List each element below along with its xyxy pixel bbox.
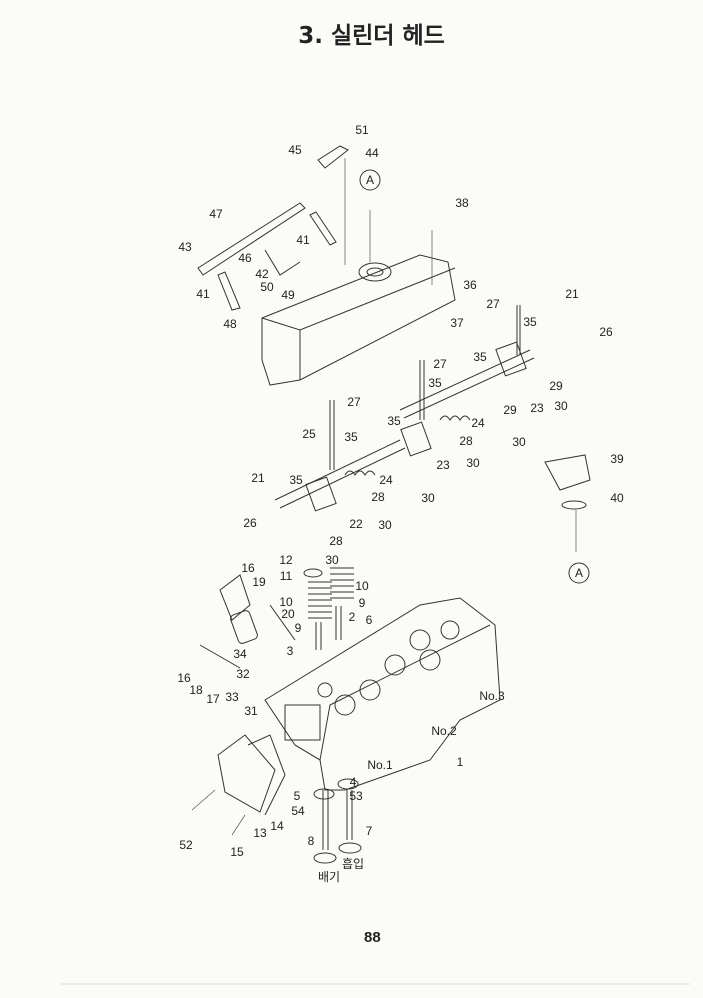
part-callout: 29 bbox=[549, 379, 563, 393]
part-callout: 7 bbox=[366, 824, 373, 838]
part-callout: 20 bbox=[281, 607, 295, 621]
part-callout: 11 bbox=[280, 569, 293, 583]
part-callout: 30 bbox=[554, 399, 568, 413]
part-callout: 17 bbox=[206, 692, 220, 706]
part-callout: 31 bbox=[244, 704, 258, 718]
part-callout: 14 bbox=[270, 819, 284, 833]
part-callout: 35 bbox=[428, 376, 442, 390]
rocker-arm-assemblies bbox=[274, 305, 535, 512]
valve-cover bbox=[261, 254, 456, 386]
part-callout: 27 bbox=[486, 297, 500, 311]
part-callout: 49 bbox=[281, 288, 295, 302]
part-callout: 16 bbox=[241, 561, 255, 575]
manifold-cover bbox=[217, 734, 286, 816]
part-callout: 13 bbox=[253, 826, 267, 840]
part-callout: 배기 bbox=[318, 870, 340, 884]
part-callout: 32 bbox=[236, 667, 250, 681]
part-callout: 35 bbox=[473, 350, 487, 364]
part-callout: 30 bbox=[421, 491, 435, 505]
part-callout: 9 bbox=[295, 621, 302, 635]
part-callout: 30 bbox=[325, 553, 339, 567]
part-callout: 30 bbox=[378, 518, 392, 532]
part-callout: 35 bbox=[387, 414, 401, 428]
cylinder-head bbox=[264, 597, 501, 791]
part-callout: 4 bbox=[350, 775, 357, 789]
part-callout: 19 bbox=[252, 575, 266, 589]
part-callout: 47 bbox=[209, 207, 223, 221]
part-callout: 50 bbox=[260, 280, 274, 294]
part-callout: 33 bbox=[225, 690, 239, 704]
part-callout: 35 bbox=[344, 430, 358, 444]
part-callout: 43 bbox=[178, 240, 192, 254]
part-callout: 30 bbox=[466, 456, 480, 470]
part-callout: 5 bbox=[294, 789, 301, 803]
injector-assembly bbox=[199, 574, 296, 669]
part-callout: 46 bbox=[238, 251, 252, 265]
part-callout: 27 bbox=[433, 357, 447, 371]
part-callout: 25 bbox=[302, 427, 316, 441]
part-callout: 41 bbox=[196, 287, 210, 301]
part-callout: 18 bbox=[189, 683, 203, 697]
reference-mark-a: A bbox=[575, 566, 583, 580]
part-callout: 16 bbox=[177, 671, 191, 685]
part-callout: 28 bbox=[459, 434, 473, 448]
part-callout: 10 bbox=[355, 579, 369, 593]
part-callout: No.2 bbox=[431, 724, 457, 738]
part-callout: 2 bbox=[349, 610, 356, 624]
part-callout: 15 bbox=[230, 845, 244, 859]
part-callout: 40 bbox=[610, 491, 624, 505]
part-callout: 51 bbox=[355, 123, 369, 137]
part-callout: No.3 bbox=[479, 689, 505, 703]
part-callout: 21 bbox=[565, 287, 579, 301]
part-callout: 37 bbox=[450, 316, 464, 330]
part-callout: 9 bbox=[359, 596, 366, 610]
stop-lever-linkage bbox=[197, 145, 433, 311]
part-callout: 34 bbox=[233, 647, 247, 661]
part-callout: 38 bbox=[455, 196, 469, 210]
part-callout: 24 bbox=[471, 416, 485, 430]
part-callout: 23 bbox=[436, 458, 450, 472]
reference-a-top bbox=[359, 169, 381, 191]
page-title: 3. 실린더 헤드 bbox=[298, 23, 445, 49]
part-callout: 6 bbox=[366, 613, 373, 627]
part-callout: 28 bbox=[371, 490, 385, 504]
part-callout: 22 bbox=[349, 517, 363, 531]
part-callout: 42 bbox=[255, 267, 269, 281]
part-callout: 28 bbox=[329, 534, 343, 548]
part-callout: 21 bbox=[251, 471, 265, 485]
part-callout: 26 bbox=[243, 516, 257, 530]
valve-springs bbox=[303, 567, 354, 650]
part-callout: 10 bbox=[279, 595, 293, 609]
part-callout: 29 bbox=[503, 403, 517, 417]
part-callout: 35 bbox=[289, 473, 303, 487]
page-number: 88 bbox=[364, 929, 381, 946]
part-callout: 26 bbox=[599, 325, 613, 339]
part-callout: 36 bbox=[463, 278, 477, 292]
part-callout: 23 bbox=[530, 401, 544, 415]
part-callout: 흡입 bbox=[342, 857, 364, 871]
part-callout: 45 bbox=[288, 143, 302, 157]
part-callout: 3 bbox=[287, 644, 294, 658]
part-callout: 39 bbox=[610, 452, 624, 466]
part-callout: 27 bbox=[347, 395, 361, 409]
part-callout: 44 bbox=[365, 146, 379, 160]
part-callout: 12 bbox=[279, 553, 293, 567]
part-callout: 53 bbox=[349, 789, 363, 803]
valves bbox=[313, 778, 362, 864]
part-callout: 30 bbox=[512, 435, 526, 449]
part-callout: 54 bbox=[291, 804, 305, 818]
part-callout: 24 bbox=[379, 473, 393, 487]
part-callout: 48 bbox=[223, 317, 237, 331]
part-callout: 41 bbox=[296, 233, 310, 247]
leader-lines bbox=[191, 789, 246, 836]
part-callout: No.1 bbox=[367, 758, 393, 772]
part-callout: 35 bbox=[523, 315, 537, 329]
part-callout: 1 bbox=[457, 755, 464, 769]
part-callout: 52 bbox=[179, 838, 193, 852]
oil-filler-cap bbox=[544, 454, 591, 584]
reference-mark-a: A bbox=[366, 173, 374, 187]
part-callout: 8 bbox=[308, 834, 315, 848]
